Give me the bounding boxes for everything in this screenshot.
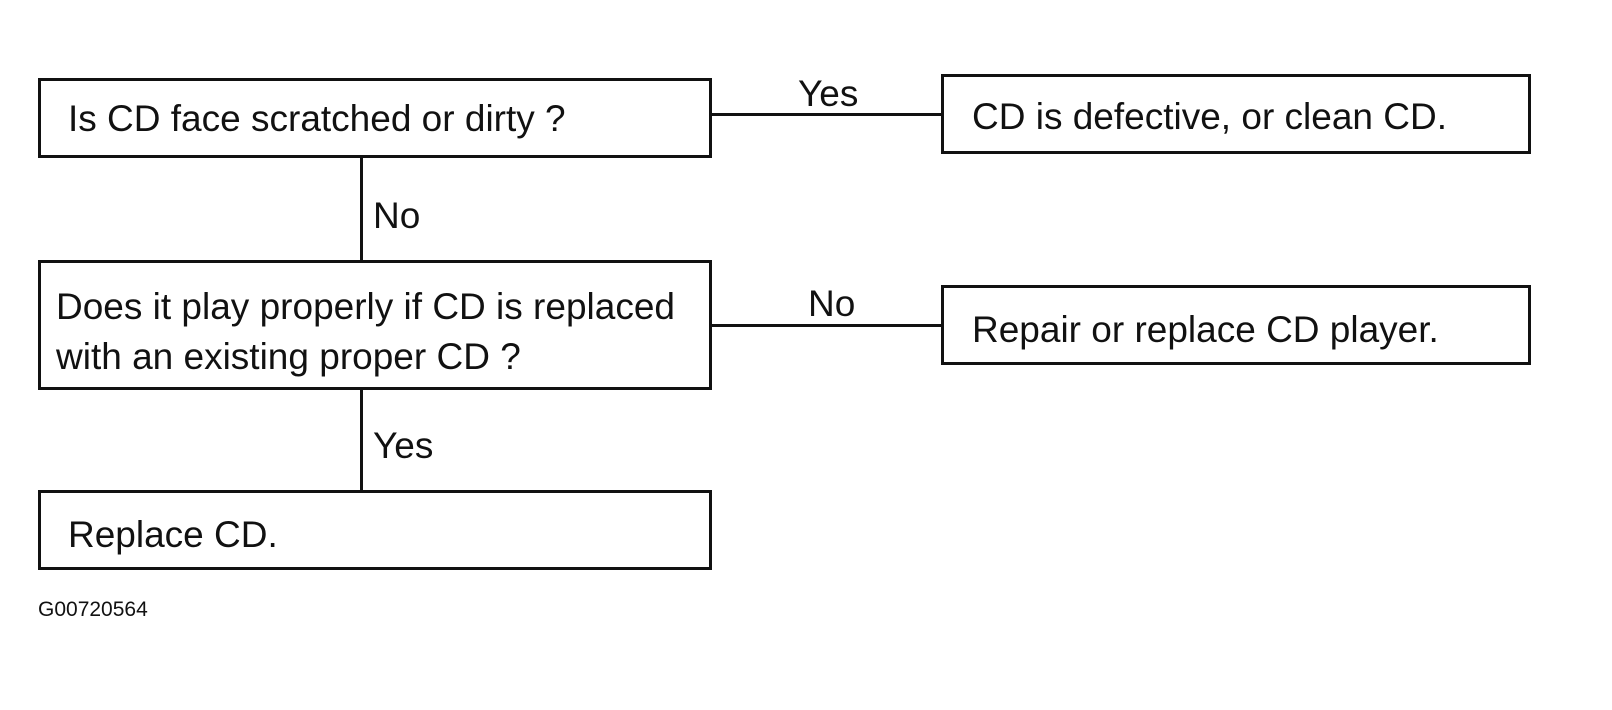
edge-label-yes-q1-r1: Yes bbox=[798, 73, 859, 114]
connector-q1-q2 bbox=[360, 158, 363, 260]
edge-label-no-q1-q2: No bbox=[373, 195, 421, 236]
edge-label-no-q2-r2: No bbox=[808, 283, 856, 324]
result-replace-cd-text: Replace CD. bbox=[68, 514, 278, 555]
question-1-text: Is CD face scratched or dirty ? bbox=[68, 98, 566, 139]
result-defective-box: CD is defective, or clean CD. bbox=[941, 74, 1531, 154]
result-repair-box: Repair or replace CD player. bbox=[941, 285, 1531, 365]
question-2-line-2: with an existing proper CD ? bbox=[56, 336, 521, 377]
edge-label-yes-q2-r3: Yes bbox=[373, 425, 434, 466]
connector-q1-r1 bbox=[712, 113, 941, 116]
question-2-line-1: Does it play properly if CD is replaced bbox=[56, 286, 675, 327]
result-replace-cd-box: Replace CD. bbox=[38, 490, 712, 570]
question-2-box: Does it play properly if CD is replaced … bbox=[38, 260, 712, 390]
result-repair-text: Repair or replace CD player. bbox=[972, 309, 1439, 350]
question-1-box: Is CD face scratched or dirty ? bbox=[38, 78, 712, 158]
connector-q2-r2 bbox=[712, 324, 941, 327]
figure-code: G00720564 bbox=[38, 598, 148, 621]
result-defective-text: CD is defective, or clean CD. bbox=[972, 96, 1448, 137]
connector-q2-r3 bbox=[360, 390, 363, 490]
